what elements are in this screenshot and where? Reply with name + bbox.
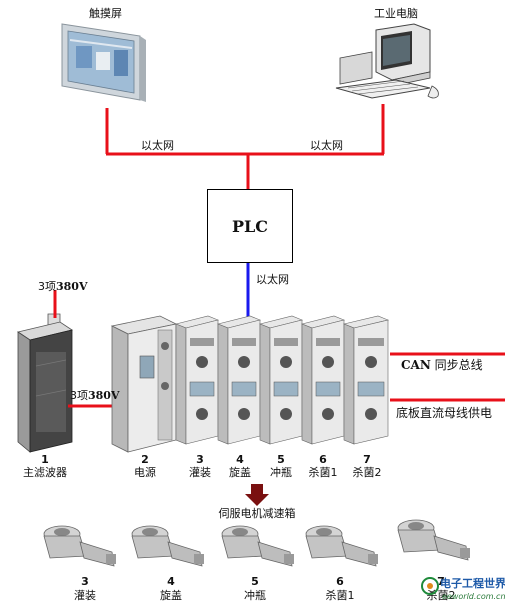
servo-motor-7-image [397,519,470,561]
motor-6-name: 杀菌1 [325,589,355,602]
motor-module-6-image [301,315,345,445]
down-arrow-icon [245,484,269,506]
ethernet-label-left: 以太网 [141,139,174,152]
industrial-pc-image [335,23,439,99]
ethernet-label-plc: 以太网 [256,273,289,286]
plc-box: PLC [207,189,293,263]
motor-3-number: 3 [81,575,89,588]
filter-module-image [17,313,73,453]
motor-5-number: 5 [251,575,259,588]
module-6-name: 杀菌1 [308,466,338,479]
filter-output-label: 3项380V [70,389,120,402]
servo-motor-5-image [221,525,294,567]
ethernet-label-right: 以太网 [310,139,343,152]
can-bus-label: CAN 同步总线 [401,359,483,372]
ethernet-lines [105,104,385,190]
motor-7-number: 7 [437,575,445,588]
filter-output-voltage: 380V [88,389,120,402]
module-5-name: 冲瓶 [270,466,292,479]
plc-label: PLC [231,216,268,236]
module-2-name: 电源 [134,466,156,479]
power-input-label: 3项380V [38,280,88,293]
motor-5-name: 冲瓶 [244,589,266,602]
motor-module-4-image [217,315,261,445]
module-4-name: 旋盖 [229,466,251,479]
pc-label: 工业电脑 [374,7,418,20]
motor-3-name: 灌装 [74,589,96,602]
module-1-name: 主滤波器 [23,466,67,479]
module-3-number: 3 [196,453,204,466]
touchscreen-label: 触摸屏 [89,7,122,20]
motor-module-3-image [175,315,219,445]
motor-6-number: 6 [336,575,344,588]
module-6-number: 6 [319,453,327,466]
servo-motor-4-image [131,525,204,567]
servo-motor-6-image [305,525,378,567]
servo-motors-title: 伺服电机减速箱 [218,507,296,520]
dc-bus-label: 底板直流母线供电 [396,406,493,420]
watermark-logo-icon: 电子工程世界 eeworld.com.cn [421,576,505,601]
motor-module-7-image [343,315,389,445]
filter-output-phase: 3项 [70,389,88,402]
watermark-url: eeworld.com.cn [442,592,505,601]
can-bus-name: CAN [401,358,431,372]
power-input-voltage: 380V [56,280,88,293]
power-supply-image [110,315,178,453]
servo-motor-3-image [43,525,116,567]
module-7-name: 杀菌2 [352,466,382,479]
module-7-number: 7 [363,453,371,466]
motor-4-number: 4 [167,575,175,588]
power-input-phase: 3项 [38,280,56,293]
module-1-number: 1 [41,453,49,466]
watermark-logo: 电子工程世界 eeworld.com.cn [420,570,505,606]
motor-module-5-image [259,315,303,445]
module-2-number: 2 [141,453,149,466]
module-3-name: 灌装 [189,466,211,479]
module-5-number: 5 [277,453,285,466]
motor-4-name: 旋盖 [160,589,182,602]
watermark-brand: 电子工程世界 [440,576,505,590]
can-bus-desc: 同步总线 [434,358,483,372]
module-4-number: 4 [236,453,244,466]
touchscreen-image [61,23,146,102]
